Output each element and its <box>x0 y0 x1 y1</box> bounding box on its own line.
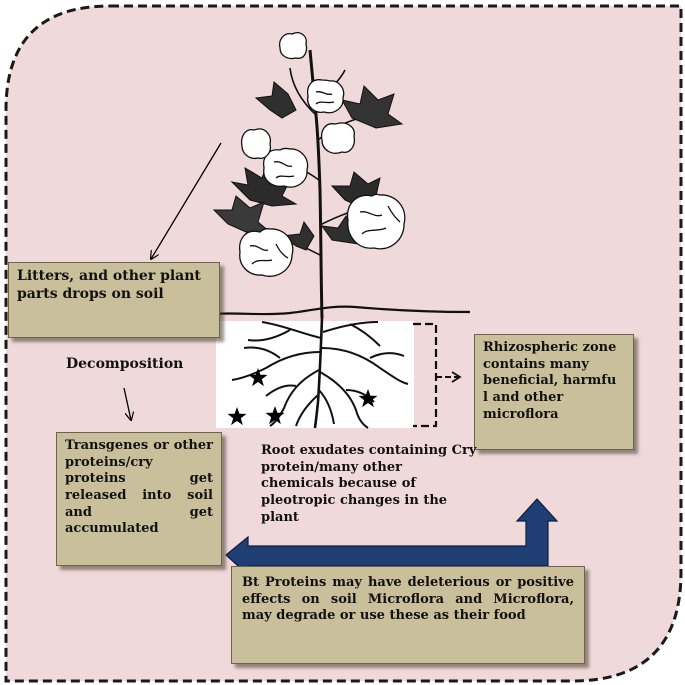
litter-box: Litters, and other plant parts drops on … <box>8 262 220 338</box>
microbe-stars <box>227 368 378 426</box>
arrow-to-transgene <box>123 387 131 420</box>
star-icon <box>227 407 247 426</box>
cotton-plant-icon <box>212 32 406 319</box>
rhizosphere-bracket <box>413 322 438 428</box>
decomposition-label: Decomposition <box>66 356 184 372</box>
arrow-to-litter <box>151 142 222 259</box>
root-exudates-label: Root exudates containing Cry protein/man… <box>261 443 477 525</box>
star-icon <box>358 389 378 408</box>
rhizosphere-box: Rhizospheric zone contains many benefici… <box>474 334 634 450</box>
bt-effects-box: Bt Proteins may have deleterious or posi… <box>231 566 585 664</box>
star-icon <box>265 406 285 425</box>
star-icon <box>248 368 268 387</box>
plant-roots <box>231 317 409 429</box>
transgene-box: Transgenes or other proteins/cry protein… <box>56 432 222 566</box>
soil-line <box>211 305 471 316</box>
